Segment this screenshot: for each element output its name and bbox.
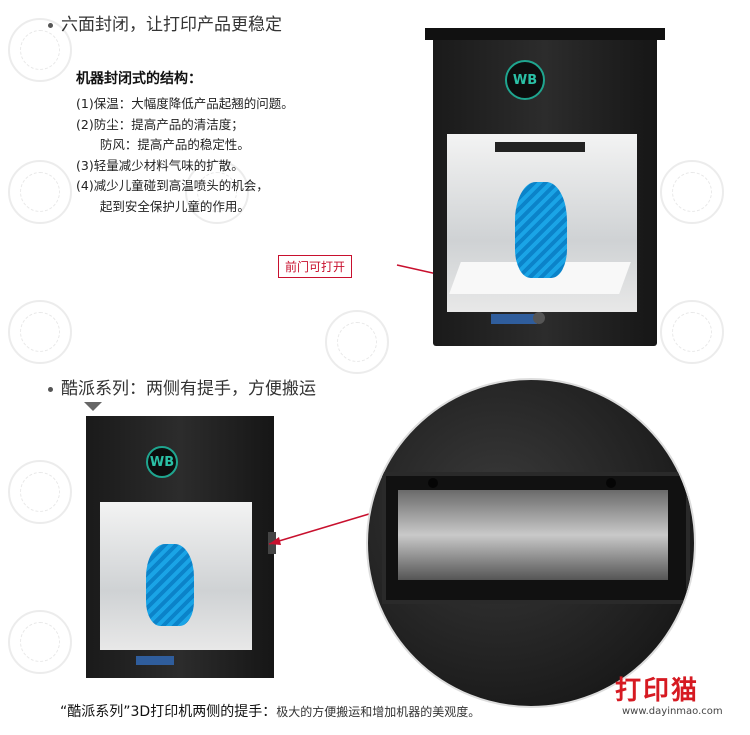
section1-title: 六面封闭，让打印产品更稳定 <box>48 10 282 35</box>
feature-item: 防风：提高产品的稳定性。 <box>76 137 250 152</box>
printed-vase <box>146 544 194 626</box>
front-door-callout: 前门可打开 <box>278 255 353 278</box>
watermark-rosette <box>660 300 724 364</box>
feature-item: (3)轻量减少材料气味的扩散。 <box>76 157 244 173</box>
watermark-rosette <box>325 310 389 374</box>
brand-url: www.dayinmao.com <box>622 706 723 717</box>
watermark-rosette <box>8 460 72 524</box>
brand-name: 打印猫 <box>615 676 700 706</box>
watermark-rosette <box>8 300 72 364</box>
zoom-arrow-icon <box>268 513 370 545</box>
bullet-dot-icon <box>48 22 53 28</box>
printer-image-side: WB <box>80 402 280 680</box>
triangle-marker-icon <box>84 402 102 411</box>
printed-vase <box>515 182 567 278</box>
section2-title: 酷派系列：两侧有提手，方便搬运 <box>48 374 316 399</box>
feature-item: (2)防尘：提高产品的清洁度； <box>76 116 244 132</box>
control-knob-icon <box>533 312 545 324</box>
watermark-rosette <box>8 160 72 224</box>
watermark-rosette <box>660 160 724 224</box>
lcd-panel <box>491 314 537 324</box>
brand-logo: WB <box>146 446 178 478</box>
watermark-rosette <box>8 18 72 82</box>
feature-item: (1)保温：大幅度降低产品起翘的问题。 <box>76 96 294 111</box>
handle-closeup <box>366 378 696 708</box>
watermark-rosette <box>8 610 72 674</box>
lcd-panel <box>136 656 174 665</box>
brand-logo: WB <box>505 60 545 100</box>
feature-item: (4)减少儿童碰到高温喷头的机会， <box>76 178 269 193</box>
feature-item: 起到安全保护儿童的作用。 <box>76 198 250 214</box>
bullet-dot-icon <box>48 386 53 392</box>
handle-caption: “酷派系列”3D打印机两侧的提手：极大的方便搬运和增加机器的美观度。 <box>60 704 481 720</box>
printer-image-closed: WB <box>425 22 665 352</box>
watermark-rosette <box>185 160 249 224</box>
feature-list: (1)保温：大幅度降低产品起翘的问题。 (2)防尘：提高产品的清洁度； 防风：提… <box>76 94 294 217</box>
structure-title: 机器封闭式的结构： <box>76 71 202 87</box>
